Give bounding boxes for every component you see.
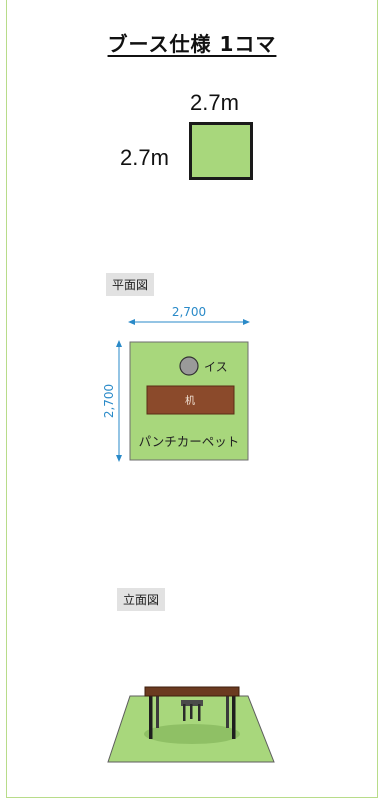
- table-leg-back-right: [226, 694, 229, 728]
- chair-label: イス: [204, 360, 228, 374]
- table-leg-right: [232, 694, 236, 739]
- height-arrow-bottom: [116, 455, 122, 462]
- floor-plan-diagram: 2,700 2,700 イス 机 パンチカーペット: [102, 305, 250, 462]
- width-arrow-left: [128, 319, 135, 325]
- table-leg-left: [149, 694, 153, 739]
- plan-section-label: 平面図: [106, 273, 155, 296]
- desk-icon: [146, 385, 235, 415]
- table-top: [144, 686, 240, 697]
- chair-icon: [179, 356, 199, 376]
- chair-leg-left: [183, 704, 186, 721]
- desk-label: 机: [185, 394, 195, 407]
- chair-leg-right: [198, 704, 201, 721]
- height-arrow-top: [116, 340, 122, 347]
- carpet-label: パンチカーペット: [139, 434, 240, 449]
- table-leg-back-left: [156, 694, 159, 728]
- desk-shadow: [144, 724, 240, 744]
- width-dimension-text: 2,700: [172, 305, 206, 319]
- chair-seat: [181, 700, 203, 706]
- elevation-diagram: [107, 686, 275, 763]
- elevation-section-label: 立面図: [117, 588, 166, 611]
- height-dimension-text: 2,700: [102, 384, 116, 418]
- booth-width-label: 2.7m: [190, 90, 239, 115]
- booth-height-label: 2.7m: [120, 145, 169, 170]
- chair-leg-mid: [190, 704, 193, 719]
- page-title: ブース仕様 1コマ: [107, 32, 277, 56]
- booth-square-icon: [189, 122, 253, 180]
- width-arrow-right: [243, 319, 250, 325]
